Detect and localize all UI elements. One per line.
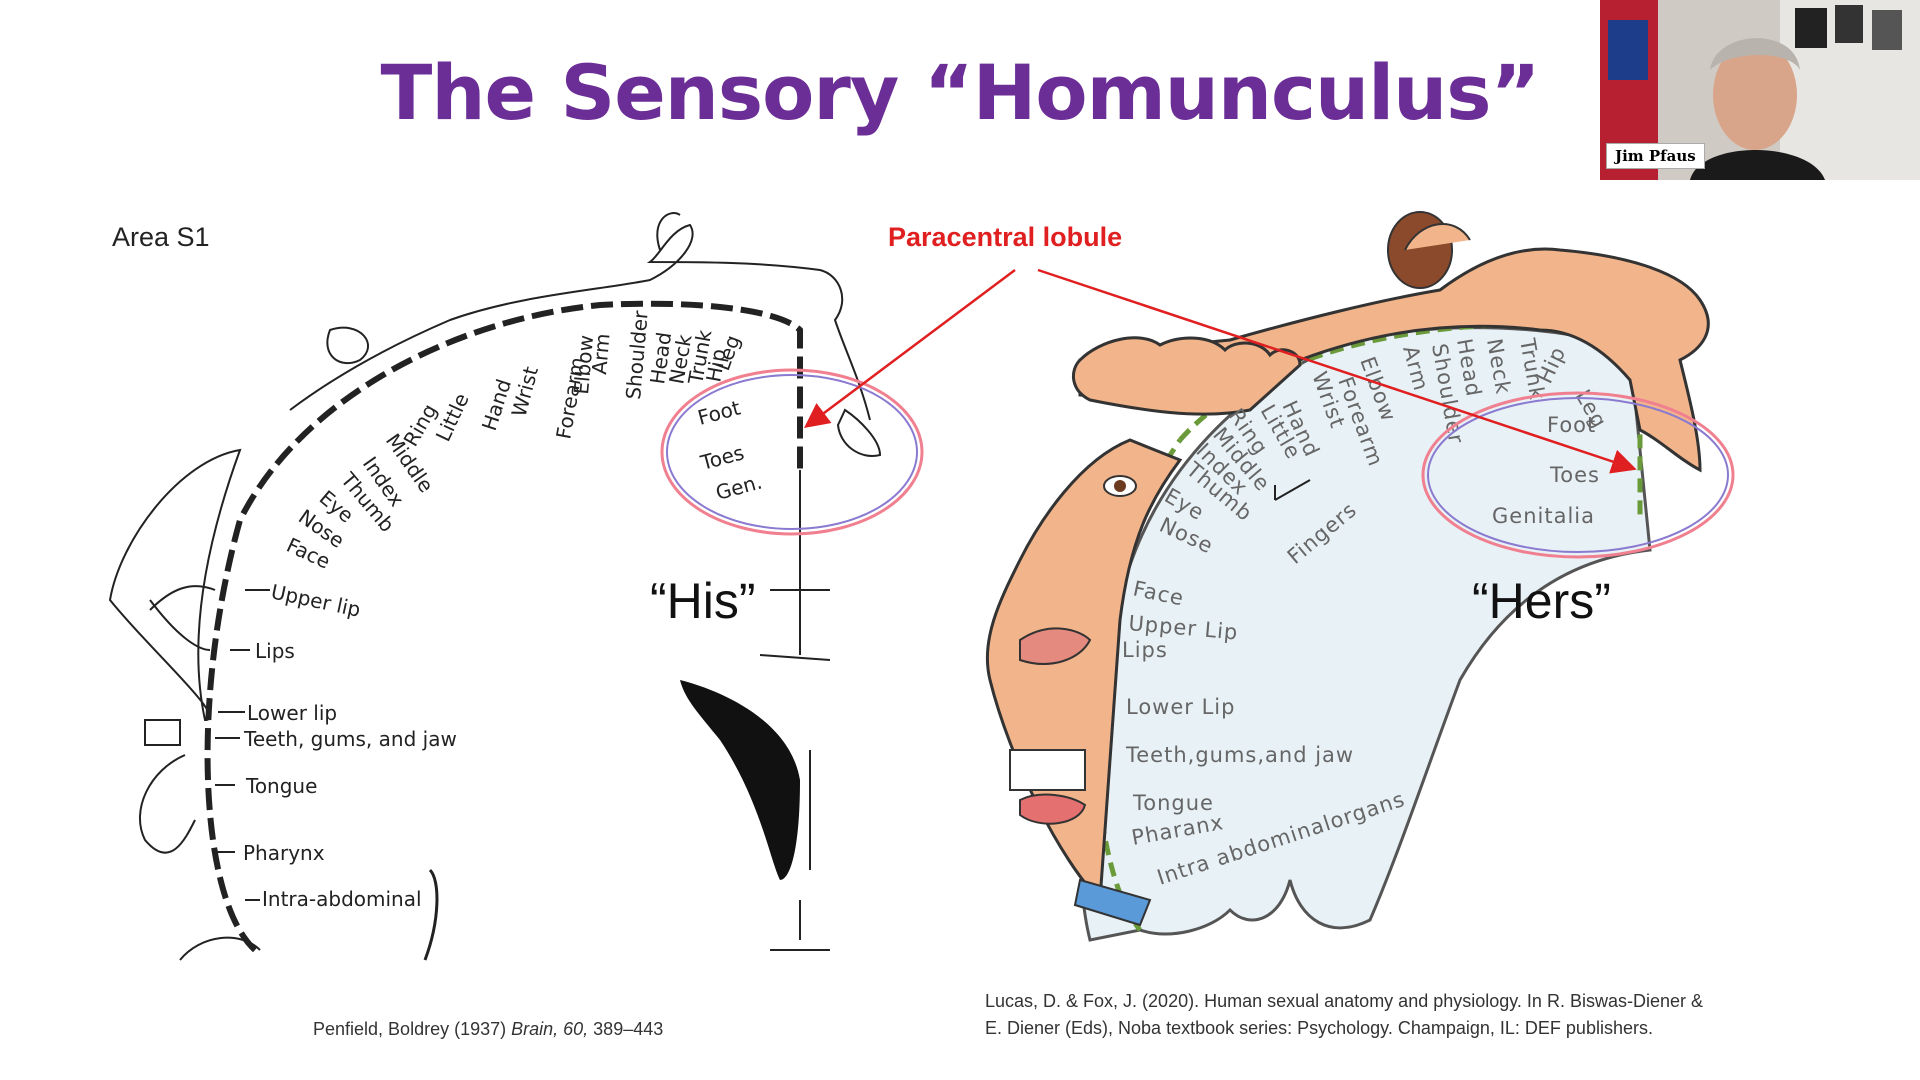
hers-label-genitalia: Genitalia <box>1492 504 1595 528</box>
homunculus-body-outline <box>289 223 871 421</box>
paracentral-lobule-label: Paracentral lobule <box>888 222 1123 252</box>
his-caption: “His” <box>650 573 756 629</box>
insula-shape <box>680 680 800 880</box>
hers-label-lower-lip: Lower Lip <box>1126 695 1235 719</box>
hers-hand <box>1071 336 1302 416</box>
hers-body <box>1078 247 1710 473</box>
cortex-dashed-arc <box>204 300 803 953</box>
area-s1-label: Area S1 <box>112 222 210 252</box>
hers-label-lips: Lips <box>1122 638 1168 662</box>
participant-name-label: Jim Pfaus <box>1606 143 1705 169</box>
hers-lips <box>1019 627 1092 665</box>
his-label-lips: Lips <box>255 639 295 663</box>
his-paracentral-ellipse <box>660 368 924 536</box>
participant-video-frame <box>1600 0 1920 180</box>
hers-paracentral-ellipse <box>1421 391 1735 559</box>
hers-teeth <box>1009 749 1086 791</box>
slide-title: The Sensory “Homunculus” <box>380 48 1541 137</box>
hers-label-tongue: Tongue <box>1132 791 1214 815</box>
his-label-lower-lip: Lower lip <box>247 701 337 725</box>
citation-right: Lucas, D. & Fox, J. (2020). Human sexual… <box>985 991 1703 1038</box>
his-label-tongue: Tongue <box>245 774 317 798</box>
his-label-pharynx: Pharynx <box>243 841 325 865</box>
hers-label-toes: Toes <box>1549 463 1600 487</box>
participant-video-tile[interactable]: Jim Pfaus <box>1600 0 1920 180</box>
hers-label-foot: Foot <box>1547 413 1596 437</box>
his-label-arm: Arm <box>587 332 614 375</box>
hers-homunculus-diagram: Foot Toes Genitalia Leg Hip Trunk Neck H… <box>985 211 1735 942</box>
hers-tongue <box>1019 793 1087 825</box>
hers-caption: “Hers” <box>1472 573 1611 629</box>
his-homunculus-diagram: Foot Toes Gen. Leg Hip Trunk Neck Head S… <box>108 212 924 961</box>
his-label-teeth: Teeth, gums, and jaw <box>243 727 457 751</box>
homunculus-tongue <box>139 754 196 854</box>
hers-label-teeth: Teeth,gums,and jaw <box>1125 743 1354 767</box>
his-label-intra: Intra-abdominal <box>262 887 422 911</box>
his-label-elbow: Elbow <box>569 334 598 395</box>
his-label-hip: Hip <box>701 347 730 384</box>
citation-left: Penfield, Boldrey (1937) Brain, 60, 389–… <box>313 1019 664 1039</box>
homunculus-foot <box>836 408 882 457</box>
